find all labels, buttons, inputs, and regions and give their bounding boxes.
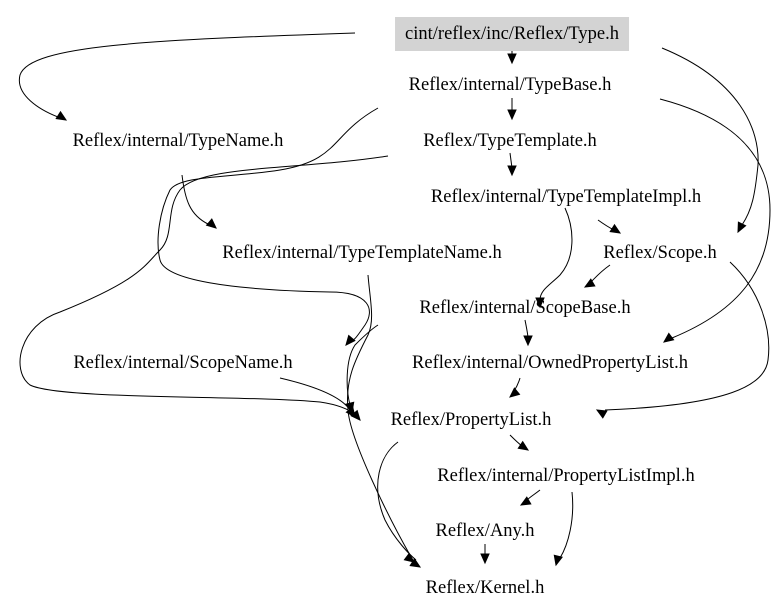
edge-typetemplateimpl-to-scopebase <box>539 207 573 301</box>
arrowhead-type-to-typebase <box>507 53 517 65</box>
edge-typebase-to-scopename <box>157 107 379 343</box>
arrowhead-type-to-typename <box>55 110 68 121</box>
arrowhead-propertylistimpl-to-any <box>519 496 532 506</box>
edge-propertylistimpl-to-kernel <box>559 491 574 559</box>
arrowhead-typebase-to-scopename <box>345 334 356 346</box>
arrowhead-typetemplateimpl-to-scope <box>609 223 622 234</box>
node-typebase-h[interactable]: Reflex/internal/TypeBase.h <box>408 75 612 95</box>
arrowhead-typebase-to-typetemplate <box>507 109 517 121</box>
edge-scopebase-to-propertylist-back <box>346 324 379 406</box>
arrowhead-ownedpropertylist-to-propertylist <box>509 387 521 398</box>
arrowhead-scopename-to-propertylist <box>345 406 356 418</box>
edge-scope-to-propertylist <box>604 261 770 411</box>
node-type-h[interactable]: cint/reflex/inc/Reflex/Type.h <box>395 17 629 51</box>
node-ownedpropertylist-h[interactable]: Reflex/internal/OwnedPropertyList.h <box>412 353 688 373</box>
arrowhead-typetemplatename-to-kernel <box>403 552 415 563</box>
edge-typebase-to-ownedpropertylist <box>659 98 771 339</box>
edge-type-to-typename <box>18 32 356 118</box>
node-scopename-h[interactable]: Reflex/internal/ScopeName.h <box>73 353 293 373</box>
edge-type-to-scope <box>661 47 759 226</box>
node-scopebase-h[interactable]: Reflex/internal/ScopeBase.h <box>419 298 631 318</box>
node-propertylistimpl-h[interactable]: Reflex/internal/PropertyListImpl.h <box>437 466 695 486</box>
node-propertylist-h[interactable]: Reflex/PropertyList.h <box>390 410 552 430</box>
edge-typename-to-typetemplatename <box>181 174 209 225</box>
edge-scopebase-to-ownedpropertylist <box>524 319 529 339</box>
arrowhead-propertylist-to-propertylistimpl <box>517 440 530 451</box>
arrowhead-scope-to-propertylist <box>595 409 608 419</box>
node-any-h[interactable]: Reflex/Any.h <box>435 521 535 541</box>
edge-propertylistimpl-to-any <box>526 489 541 501</box>
arrowhead-propertylist-to-kernel <box>409 557 422 568</box>
arrowhead-typetemplate-to-typetemplateimpl <box>507 165 517 177</box>
node-typetemplate-h[interactable]: Reflex/TypeTemplate.h <box>423 131 597 151</box>
node-kernel-h[interactable]: Reflex/Kernel.h <box>425 578 545 598</box>
arrowhead-typetemplateimpl-to-scopebase <box>535 297 545 309</box>
node-typetemplatename-h[interactable]: Reflex/internal/TypeTemplateName.h <box>222 243 502 263</box>
arrowhead-type-to-scope <box>737 221 747 234</box>
edge-propertylist-to-kernel <box>377 441 417 561</box>
edge-scope-to-scopebase <box>590 264 611 283</box>
edge-typetemplate-to-propertylist <box>19 155 389 416</box>
node-scope-h[interactable]: Reflex/Scope.h <box>603 243 717 263</box>
arrowhead-propertylistimpl-to-kernel <box>553 554 563 567</box>
node-typetemplateimpl-h[interactable]: Reflex/internal/TypeTemplateImpl.h <box>430 187 702 207</box>
arrowhead-typebase-to-ownedpropertylist <box>663 332 675 343</box>
arrowhead-any-to-kernel <box>480 553 490 565</box>
arrowhead-scopebase-to-ownedpropertylist <box>523 335 533 347</box>
edge-scopename-to-propertylist <box>279 377 351 411</box>
node-typename-h[interactable]: Reflex/internal/TypeName.h <box>72 131 284 151</box>
arrowhead-scope-to-scopebase <box>583 278 596 288</box>
arrowhead-typename-to-typetemplatename <box>205 218 217 229</box>
edge-propertylist-to-propertylistimpl <box>509 434 523 447</box>
